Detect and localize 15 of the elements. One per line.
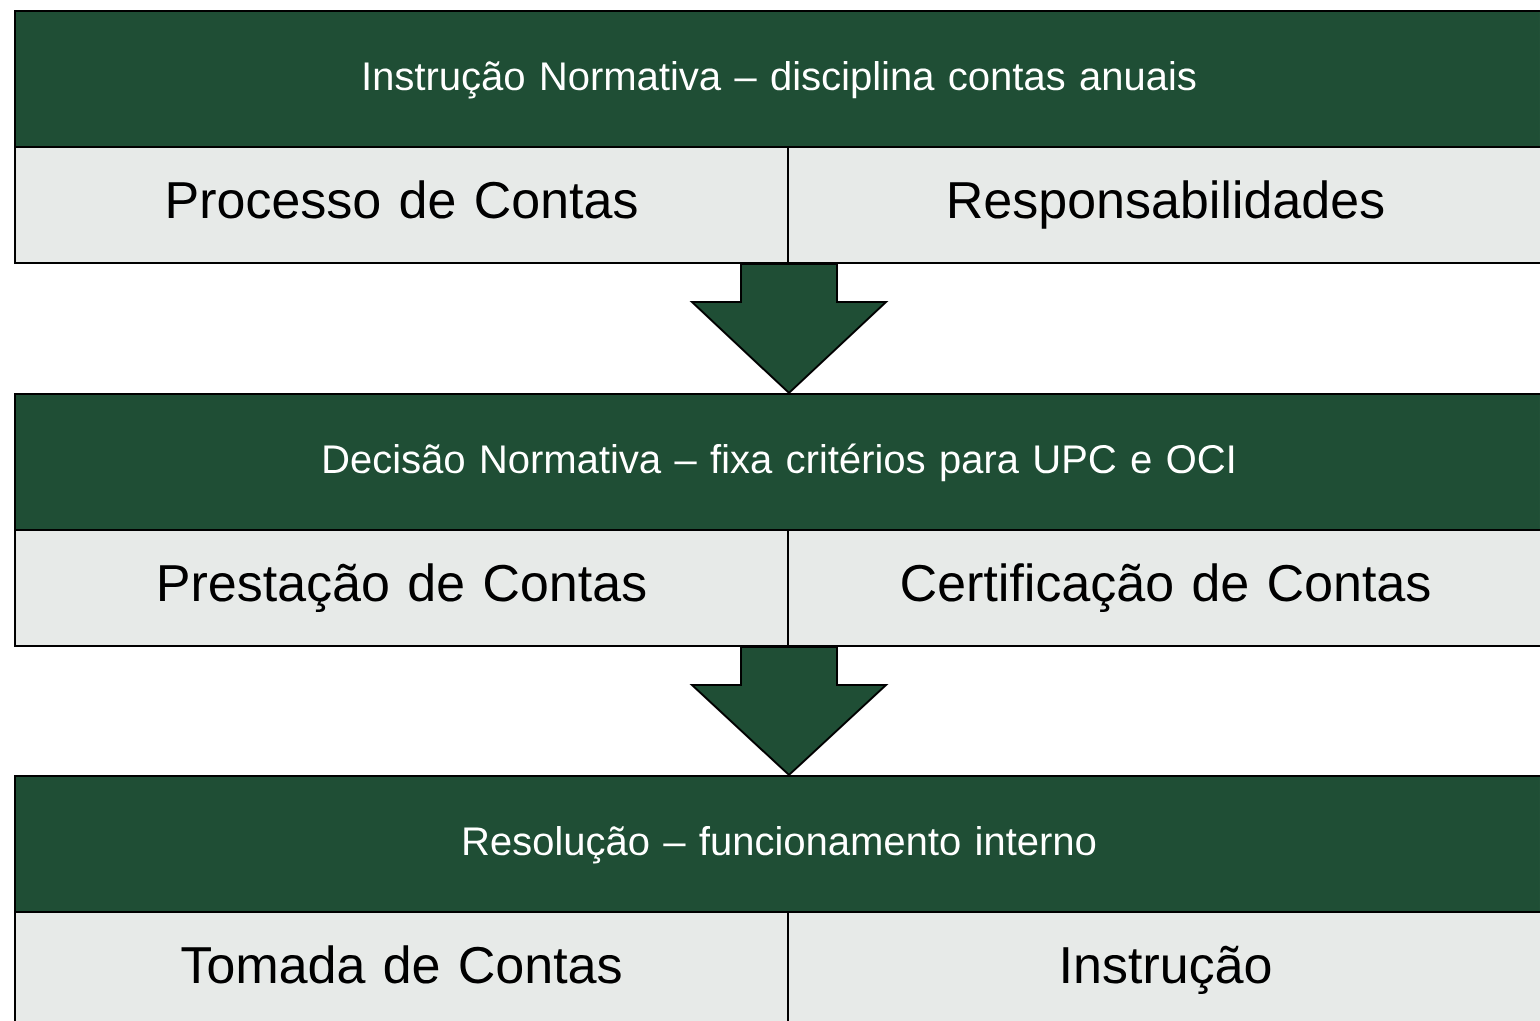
category-cell: Instrução [787, 911, 1540, 1021]
category-cell: Certificação de Contas [787, 529, 1540, 647]
header-band: Resolução – funcionamento interno [14, 775, 1540, 913]
category-cell: Responsabilidades [787, 146, 1540, 264]
header-band: Instrução Normativa – disciplina contas anuais [14, 10, 1540, 148]
block-arrow [689, 646, 889, 777]
block-arrow [689, 263, 889, 395]
node-label: Tomada de Contas [181, 945, 621, 984]
category-cell: Prestação de Contas [14, 529, 789, 647]
category-cell: Tomada de Contas [14, 911, 789, 1021]
node-label: Responsabilidades [950, 180, 1384, 229]
node-label: Certificação de Contas [902, 563, 1430, 613]
category-cell: Processo de Contas [14, 146, 789, 264]
header-band: Decisão Normativa – fixa critérios para UPC e OCI [14, 393, 1540, 531]
node-label: Instrução [1063, 945, 1271, 995]
